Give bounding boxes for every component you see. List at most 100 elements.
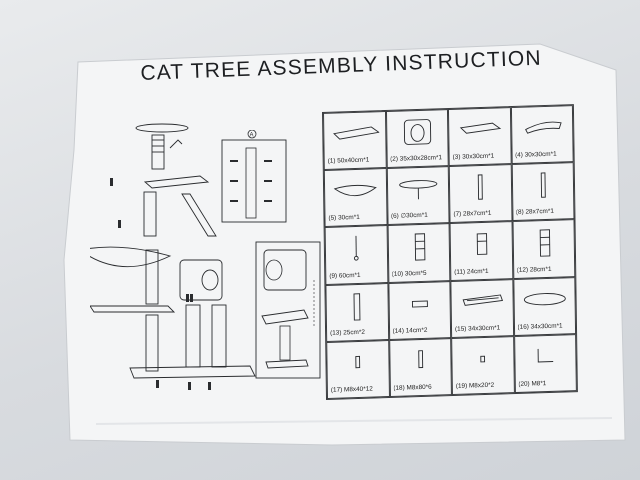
part-spec: 60cm*1 [338, 271, 361, 280]
part-label: (4) 30x30cm*1 [515, 150, 572, 159]
bolt-short-icon [458, 342, 507, 376]
part-number: (12) [516, 266, 530, 274]
part-cell-7: (7) 28x7cm*1 [448, 164, 513, 224]
part-label: (8) 28x7cm*1 [515, 208, 573, 217]
part-spec: 28x7cm*1 [525, 208, 554, 217]
part-number: (6) [390, 212, 401, 221]
svg-text:A: A [250, 133, 254, 139]
part-spec: ∅30cm*1 [400, 212, 428, 220]
part-spec: 30cm*1 [338, 214, 360, 222]
bolt-icon [333, 346, 382, 380]
part-cell-1: (1) 50x40cm*1 [323, 111, 387, 171]
part-label: (17) M8x40*12 [331, 385, 388, 394]
part-number: (18) [393, 384, 407, 392]
part-spec: 30cm*5 [404, 269, 427, 278]
post-10-right-a [185, 304, 201, 368]
part-spec: 24cm*1 [466, 267, 489, 276]
part-label: (19) M8x20*2 [456, 381, 513, 390]
cat-condo-icon [393, 115, 442, 149]
part-number: (8) [515, 209, 526, 217]
top-round-platform [135, 123, 189, 133]
part-cell-8: (8) 28x7cm*1 [511, 162, 575, 222]
part-label: (11) 24cm*1 [454, 267, 511, 276]
hanging-toy-icon [332, 232, 381, 266]
post-10-right-b [211, 304, 227, 368]
base-board-icon [330, 117, 380, 151]
part-label: (13) 25cm*2 [330, 328, 387, 337]
part-label: (3) 30x30cm*1 [453, 152, 510, 161]
basket-bed-icon [331, 174, 380, 208]
part-cell-9: (9) 60cm*1 [324, 225, 388, 285]
part-number: (7) [453, 211, 464, 219]
basket-5 [90, 246, 172, 268]
board-4 [143, 175, 210, 189]
part-label: (9) 60cm*1 [329, 271, 386, 280]
part-spec: 34x30cm*1 [468, 324, 501, 333]
part-spec: M8x40*12 [343, 385, 373, 394]
part-cell-14: (14) 14cm*2 [387, 280, 452, 340]
sisal-post-icon [394, 230, 443, 264]
part-number: (9) [329, 272, 339, 280]
part-label: (20) M8*1 [518, 379, 575, 388]
part-number: (5) [328, 214, 339, 223]
post-10-bottom [145, 314, 159, 372]
part-cell-12: (12) 28cm*1 [512, 219, 576, 279]
plain-post-icon [332, 289, 381, 323]
part-cell-3: (3) 30x30cm*1 [447, 107, 512, 167]
part-spec: 30x30cm*1 [462, 152, 495, 161]
part-cell-10: (10) 30cm*5 [387, 223, 451, 283]
part-number: (16) [517, 323, 531, 331]
round-platform-icon [393, 172, 442, 206]
part-number: (14) [392, 327, 406, 335]
part-cell-5: (5) 30cm*1 [323, 168, 388, 228]
part-number: (15) [454, 325, 469, 333]
post-10-mid [145, 249, 159, 305]
part-spec: 35x30x28cm*1 [399, 154, 443, 163]
step-a-box: A [221, 130, 287, 223]
part-label: (15) 34x30cm*1 [454, 324, 512, 333]
sisal-post-icon [519, 226, 568, 260]
part-cell-16: (16) 34x30cm*1 [512, 276, 577, 336]
ramp-short-icon [456, 170, 505, 204]
part-cell-17: (17) M8x40*12 [326, 339, 390, 399]
part-number: (11) [454, 268, 467, 276]
part-label: (14) 14cm*2 [393, 326, 450, 335]
ramp-12 [181, 193, 217, 237]
square-board-icon [455, 113, 504, 147]
base-board-1 [129, 365, 256, 379]
part-cell-2: (2) 35x30x28cm*1 [385, 109, 449, 169]
part-cell-20: (20) M8*1 [513, 333, 577, 394]
part-spec: 28cm*1 [529, 265, 552, 274]
condo-small [179, 259, 223, 301]
part-number: (17) [330, 386, 345, 394]
post-11 [143, 191, 157, 237]
part-label: (1) 50x40cm*1 [328, 156, 385, 165]
part-spec: 14cm*2 [405, 326, 428, 335]
small-post-icon [395, 287, 444, 321]
part-label: (12) 28cm*1 [516, 265, 574, 274]
part-label: (6) ∅30cm*1 [390, 211, 448, 221]
part-spec: 25cm*2 [343, 328, 365, 337]
sisal-post-short-icon [457, 228, 506, 262]
part-spec: 30x30cm*1 [524, 150, 557, 159]
part-cell-6: (6) ∅30cm*1 [386, 166, 450, 226]
ramp-short-icon [518, 169, 567, 203]
part-spec: M8*1 [531, 380, 547, 388]
part-cell-4: (4) 30x30cm*1 [510, 105, 574, 165]
hammock-icon [457, 285, 506, 319]
condo-step-box [255, 241, 321, 379]
part-label: (2) 35x30x28cm*1 [390, 154, 447, 163]
parts-table: (1) 50x40cm*1 (2) 35x30x28cm*1 (3) 30x30cm… [322, 104, 578, 401]
part-spec: 50x40cm*1 [337, 156, 370, 165]
part-cell-11: (11) 24cm*1 [449, 221, 513, 281]
part-cell-18: (18) M8x80*6 [388, 337, 452, 398]
part-label: (16) 34x30cm*1 [517, 322, 574, 331]
part-spec: M8x80*6 [406, 383, 432, 392]
part-number: (19) [455, 382, 470, 390]
part-number: (13) [330, 329, 344, 337]
curved-board-icon [518, 111, 567, 145]
part-number: (2) [390, 155, 400, 164]
part-spec: 28x7cm*1 [462, 210, 492, 219]
